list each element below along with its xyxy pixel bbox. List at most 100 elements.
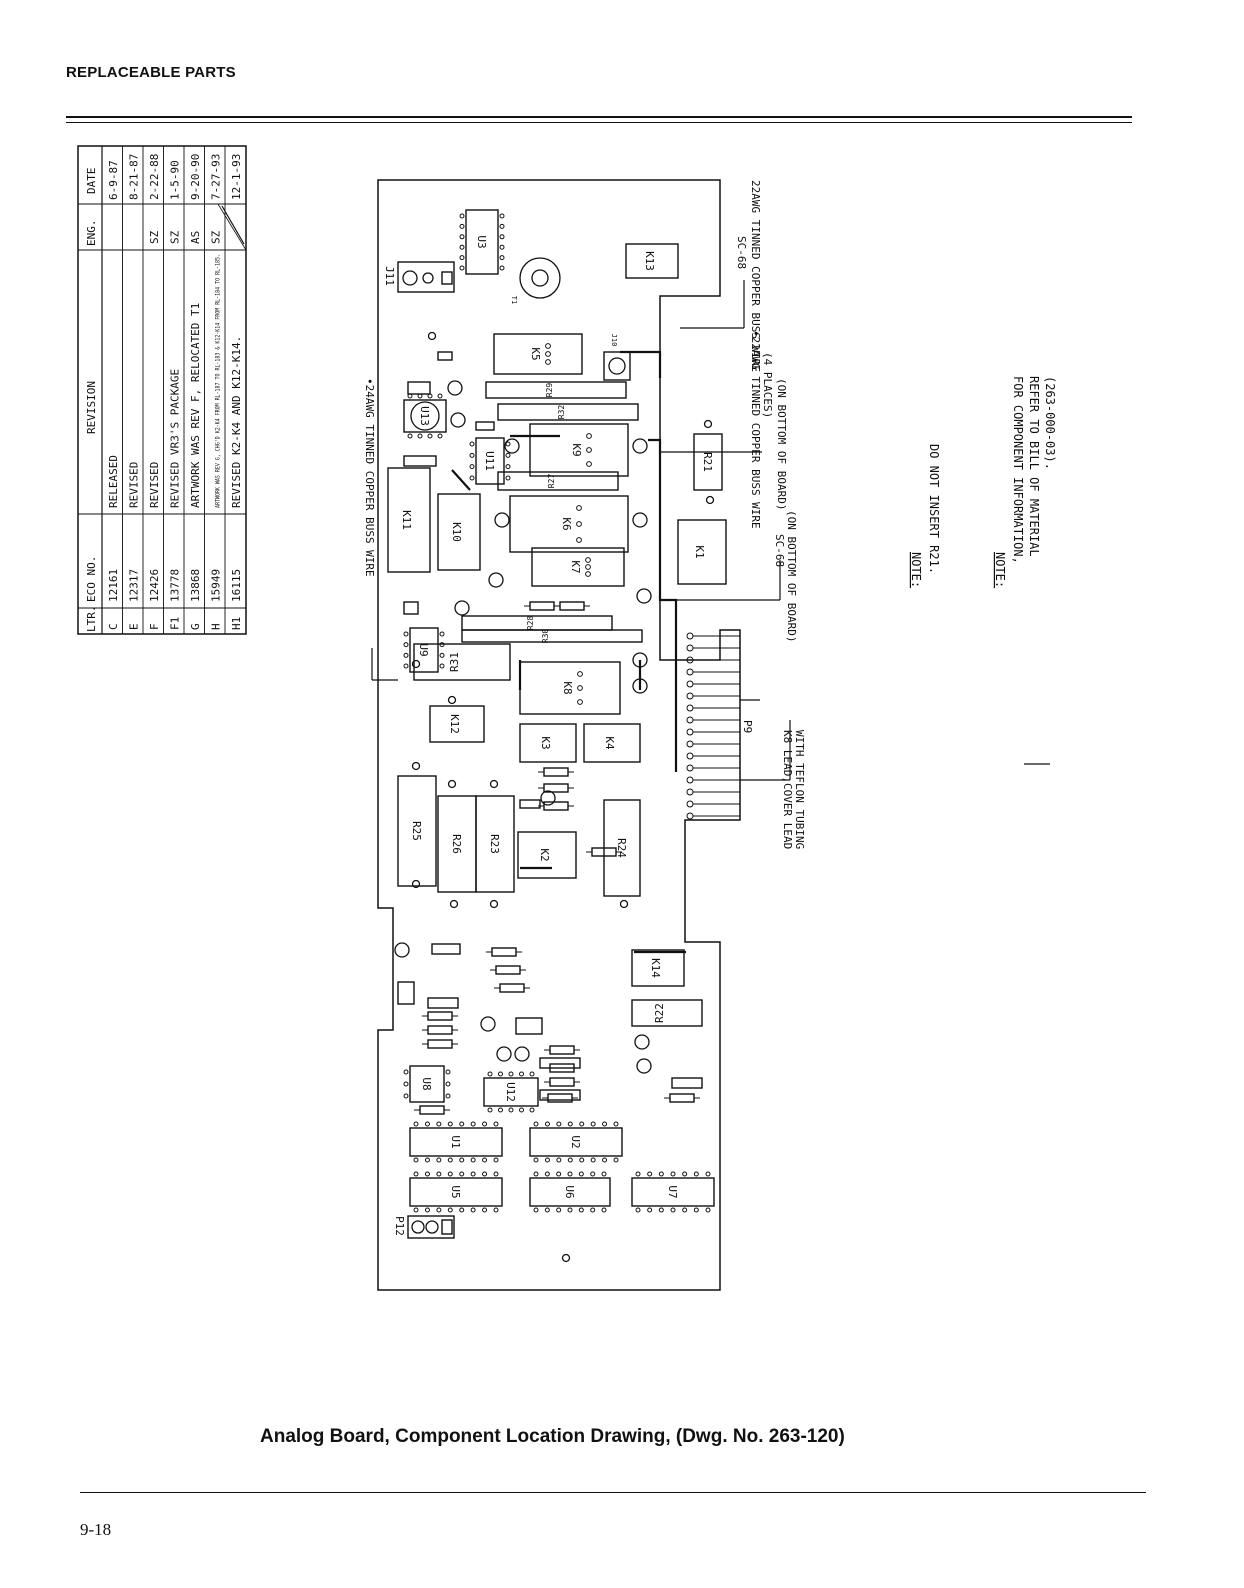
callout-leaders bbox=[371, 280, 1050, 781]
small-resistor bbox=[543, 801, 569, 811]
ic-u7 bbox=[631, 1177, 715, 1207]
small-component bbox=[539, 1089, 581, 1101]
resistor-r29 bbox=[485, 381, 627, 399]
resistor-r27 bbox=[497, 471, 619, 491]
small-resistor bbox=[669, 1093, 695, 1103]
connector-j11 bbox=[397, 261, 455, 293]
small-resistor bbox=[427, 1025, 453, 1035]
rev-cell-eco: 15949 bbox=[210, 569, 223, 602]
small-resistor bbox=[549, 1077, 575, 1087]
ic-u13 bbox=[403, 399, 447, 433]
board-outline bbox=[377, 179, 741, 1291]
ic-u5 bbox=[409, 1177, 503, 1207]
small-resistor bbox=[549, 1045, 575, 1055]
part-label-r27: R27 bbox=[547, 474, 556, 489]
part-label-r21: R21 bbox=[701, 452, 714, 472]
connector-j10 bbox=[603, 351, 631, 381]
note1-heading: NOTE: bbox=[909, 552, 923, 588]
resistor-r32 bbox=[497, 403, 639, 421]
part-label-k9: K9 bbox=[570, 443, 583, 456]
part-label-k3: K3 bbox=[539, 736, 552, 749]
rev-cell-eco: 16115 bbox=[230, 569, 243, 602]
part-label-r32: R32 bbox=[557, 405, 566, 420]
small-resistor bbox=[543, 767, 569, 777]
callout-k8-lead-1: K8 LEAD,COVER LEAD bbox=[781, 730, 794, 849]
small-resistor bbox=[495, 965, 521, 975]
rev-cell-ltr: F1 bbox=[169, 617, 182, 630]
rev-cell-rev: ARTWORK WAS REV G, CHG'D K2-K4 FROM RL-1… bbox=[214, 254, 222, 508]
part-label-r28: R28 bbox=[526, 616, 535, 631]
relay-k9 bbox=[529, 423, 629, 477]
part-label-r26: R26 bbox=[450, 834, 463, 854]
callout-sc68-mid-note: (ON BOTTOM OF BOARD) bbox=[785, 510, 798, 642]
small-resistor bbox=[499, 983, 525, 993]
part-label-k8: K8 bbox=[561, 681, 574, 694]
rev-col-ltr: LTR. bbox=[85, 606, 98, 633]
rev-cell-eco: 13778 bbox=[169, 569, 182, 602]
rev-col-date: DATE bbox=[85, 168, 98, 195]
small-component bbox=[475, 421, 495, 431]
part-label-k6: K6 bbox=[560, 517, 573, 530]
note2-line3: (263-000-03). bbox=[1043, 376, 1057, 470]
small-component bbox=[427, 997, 459, 1009]
figure-caption: Analog Board, Component Location Drawing… bbox=[260, 1426, 845, 1447]
part-label-r31: R31 bbox=[448, 652, 461, 672]
small-component bbox=[407, 381, 431, 395]
part-label-r23: R23 bbox=[488, 834, 501, 854]
relay-k4 bbox=[583, 723, 641, 763]
rev-cell-date: 8-21-87 bbox=[128, 154, 141, 200]
rev-cell-eco: 13868 bbox=[189, 569, 202, 602]
small-resistor bbox=[427, 1011, 453, 1021]
relay-k2 bbox=[517, 831, 577, 879]
rev-cell-date: 9-20-90 bbox=[189, 154, 202, 200]
rev-cell-eng: SZ bbox=[210, 230, 223, 244]
rev-cell-date: 2-22-88 bbox=[148, 154, 161, 200]
rev-cell-eco: 12161 bbox=[107, 569, 120, 602]
part-label-r30: R30 bbox=[541, 629, 550, 644]
buss-wires bbox=[451, 350, 686, 954]
rev-col-revision: REVISION bbox=[85, 381, 98, 434]
callout-sc68-top: SC-68 bbox=[735, 236, 748, 269]
small-component bbox=[437, 351, 453, 361]
callout-4-places: (4 PLACES) bbox=[761, 352, 774, 418]
rev-cell-ltr: E bbox=[128, 623, 141, 630]
part-label-t1: T1 bbox=[510, 296, 518, 304]
rev-cell-eng: AS bbox=[189, 231, 202, 244]
part-label-u8: U8 bbox=[420, 1077, 433, 1090]
small-resistor bbox=[419, 1105, 445, 1115]
small-component bbox=[515, 1017, 543, 1035]
j11-pin bbox=[441, 271, 453, 285]
revision-table: LTR. ECO NO. REVISION ENG. DATE C12161RE… bbox=[77, 145, 247, 635]
ic-u8 bbox=[409, 1065, 445, 1103]
ic-u12 bbox=[483, 1077, 539, 1107]
ic-u9 bbox=[409, 627, 439, 673]
ic-u6 bbox=[529, 1177, 611, 1207]
part-label-k13: K13 bbox=[643, 251, 656, 271]
p9-label: P9 bbox=[741, 720, 754, 733]
relay-k13 bbox=[625, 243, 679, 279]
rev-cell-ltr: F bbox=[148, 623, 161, 630]
part-label-p12: P12 bbox=[393, 1216, 406, 1236]
part-label-k1: K1 bbox=[693, 545, 706, 558]
relay-k11 bbox=[387, 467, 431, 573]
rev-cell-ltr: C bbox=[107, 623, 120, 630]
small-resistor bbox=[559, 601, 585, 611]
relay-k1 bbox=[677, 519, 727, 585]
rev-cell-eng: SZ bbox=[148, 230, 161, 244]
rev-cell-eco: 12426 bbox=[148, 569, 161, 602]
resistor-r22 bbox=[631, 999, 703, 1027]
part-label-u12: U12 bbox=[504, 1082, 517, 1102]
relay-k14 bbox=[631, 949, 685, 987]
rev-cell-ltr: H bbox=[210, 623, 223, 630]
rev-cell-eco: 12317 bbox=[128, 569, 141, 602]
part-label-u7: U7 bbox=[666, 1185, 679, 1198]
part-label-j11: J11 bbox=[383, 266, 396, 286]
part-label-u6: U6 bbox=[563, 1185, 576, 1198]
relay-k6 bbox=[509, 495, 629, 553]
small-component bbox=[403, 601, 419, 615]
rev-cell-rev: ARTWORK WAS REV F, RELOCATED T1 bbox=[189, 303, 202, 508]
page-number: 9-18 bbox=[80, 1520, 112, 1539]
small-resistor bbox=[427, 1039, 453, 1049]
part-label-u5: U5 bbox=[449, 1185, 462, 1198]
small-component bbox=[397, 981, 415, 1005]
